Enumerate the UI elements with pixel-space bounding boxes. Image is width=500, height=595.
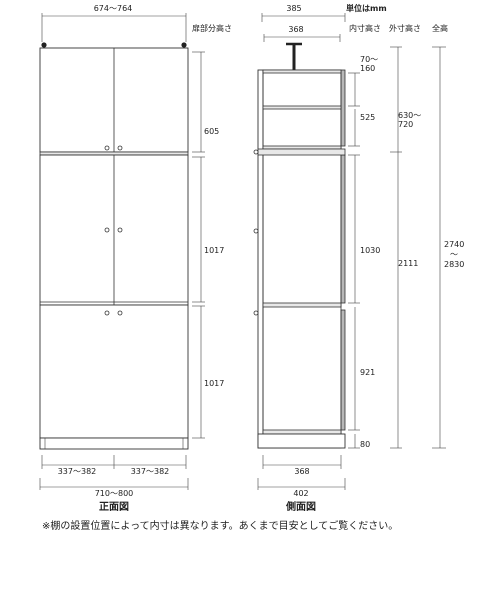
unit-label: 単位はmm xyxy=(346,3,387,13)
inner-height-middle: 1030 xyxy=(360,246,380,255)
inner-height-base: 80 xyxy=(360,440,370,449)
right-door-width: 337〜382 xyxy=(131,467,170,476)
side-front-wall xyxy=(257,69,264,449)
front-base xyxy=(39,437,189,450)
knob xyxy=(117,310,123,316)
knob xyxy=(104,310,110,316)
hinge xyxy=(253,149,259,155)
top-depth-label: 385 xyxy=(286,4,301,13)
outer-depth: 402 xyxy=(293,489,308,498)
knob xyxy=(117,145,123,151)
side-view-caption: 側面図 xyxy=(285,500,316,513)
inner-height-top: 70〜 160 xyxy=(360,55,381,73)
door-height-lower: 1017 xyxy=(204,379,224,388)
lower-shelf xyxy=(262,429,342,435)
inner-height-top-line1: 70〜 xyxy=(360,55,378,64)
lower-shelf xyxy=(262,302,342,308)
left-tension-bolt xyxy=(41,42,47,48)
outer-height-upper: 630〜 720 xyxy=(398,111,424,129)
total-height-line3: 2830 xyxy=(444,260,464,269)
inner-height-lower: 921 xyxy=(360,368,375,377)
outer-height-upper-line2: 720 xyxy=(398,120,413,129)
inner-height-header: 内寸高さ xyxy=(349,23,381,33)
knob xyxy=(117,227,123,233)
upper-shelf xyxy=(262,145,342,150)
door-height-upper: 605 xyxy=(204,127,219,136)
header: 単位はmm 扉部分高さ 内寸高さ 外寸高さ 全高 xyxy=(192,3,448,33)
side-view: 385 368 xyxy=(253,4,467,513)
top-width-label: 674〜764 xyxy=(94,4,133,13)
middle-divider xyxy=(257,148,346,156)
door-height-middle: 1017 xyxy=(204,246,224,255)
top-plate xyxy=(262,69,342,74)
outer-height-header: 外寸高さ xyxy=(389,23,421,33)
knobs xyxy=(104,145,123,316)
upper-shelf xyxy=(262,105,342,110)
left-door-width: 337〜382 xyxy=(58,467,97,476)
front-view-caption: 正面図 xyxy=(99,501,129,513)
inner-height-top-line2: 160 xyxy=(360,64,375,73)
total-height: 2740 〜 2830 xyxy=(444,240,467,269)
outer-height-upper-line1: 630〜 xyxy=(398,111,421,120)
knob xyxy=(104,145,110,151)
total-height-line2: 〜 xyxy=(450,250,458,259)
side-back-panel xyxy=(340,69,346,147)
inner-depth-top-label: 368 xyxy=(288,25,303,34)
hinge xyxy=(253,228,259,234)
lower-cabinet xyxy=(39,304,189,439)
inner-height-upper: 525 xyxy=(360,113,375,122)
front-view: 674〜764 605 xyxy=(39,4,224,513)
right-tension-bolt xyxy=(181,42,187,48)
side-back-panel xyxy=(340,309,346,431)
footnote: ※棚の設置位置によって内寸は異なります。あくまで目安としてご覧ください。 xyxy=(42,519,398,532)
total-height-line1: 2740 xyxy=(444,240,464,249)
bottom-width: 710〜800 xyxy=(95,489,134,498)
knob xyxy=(104,227,110,233)
side-back-panel xyxy=(340,154,346,304)
outer-height-lower: 2111 xyxy=(398,259,418,268)
hinge xyxy=(253,310,259,316)
total-height-header: 全高 xyxy=(432,23,448,33)
door-height-header: 扉部分高さ xyxy=(192,23,232,33)
side-base xyxy=(257,433,346,449)
inner-depth-bottom: 368 xyxy=(294,467,309,476)
